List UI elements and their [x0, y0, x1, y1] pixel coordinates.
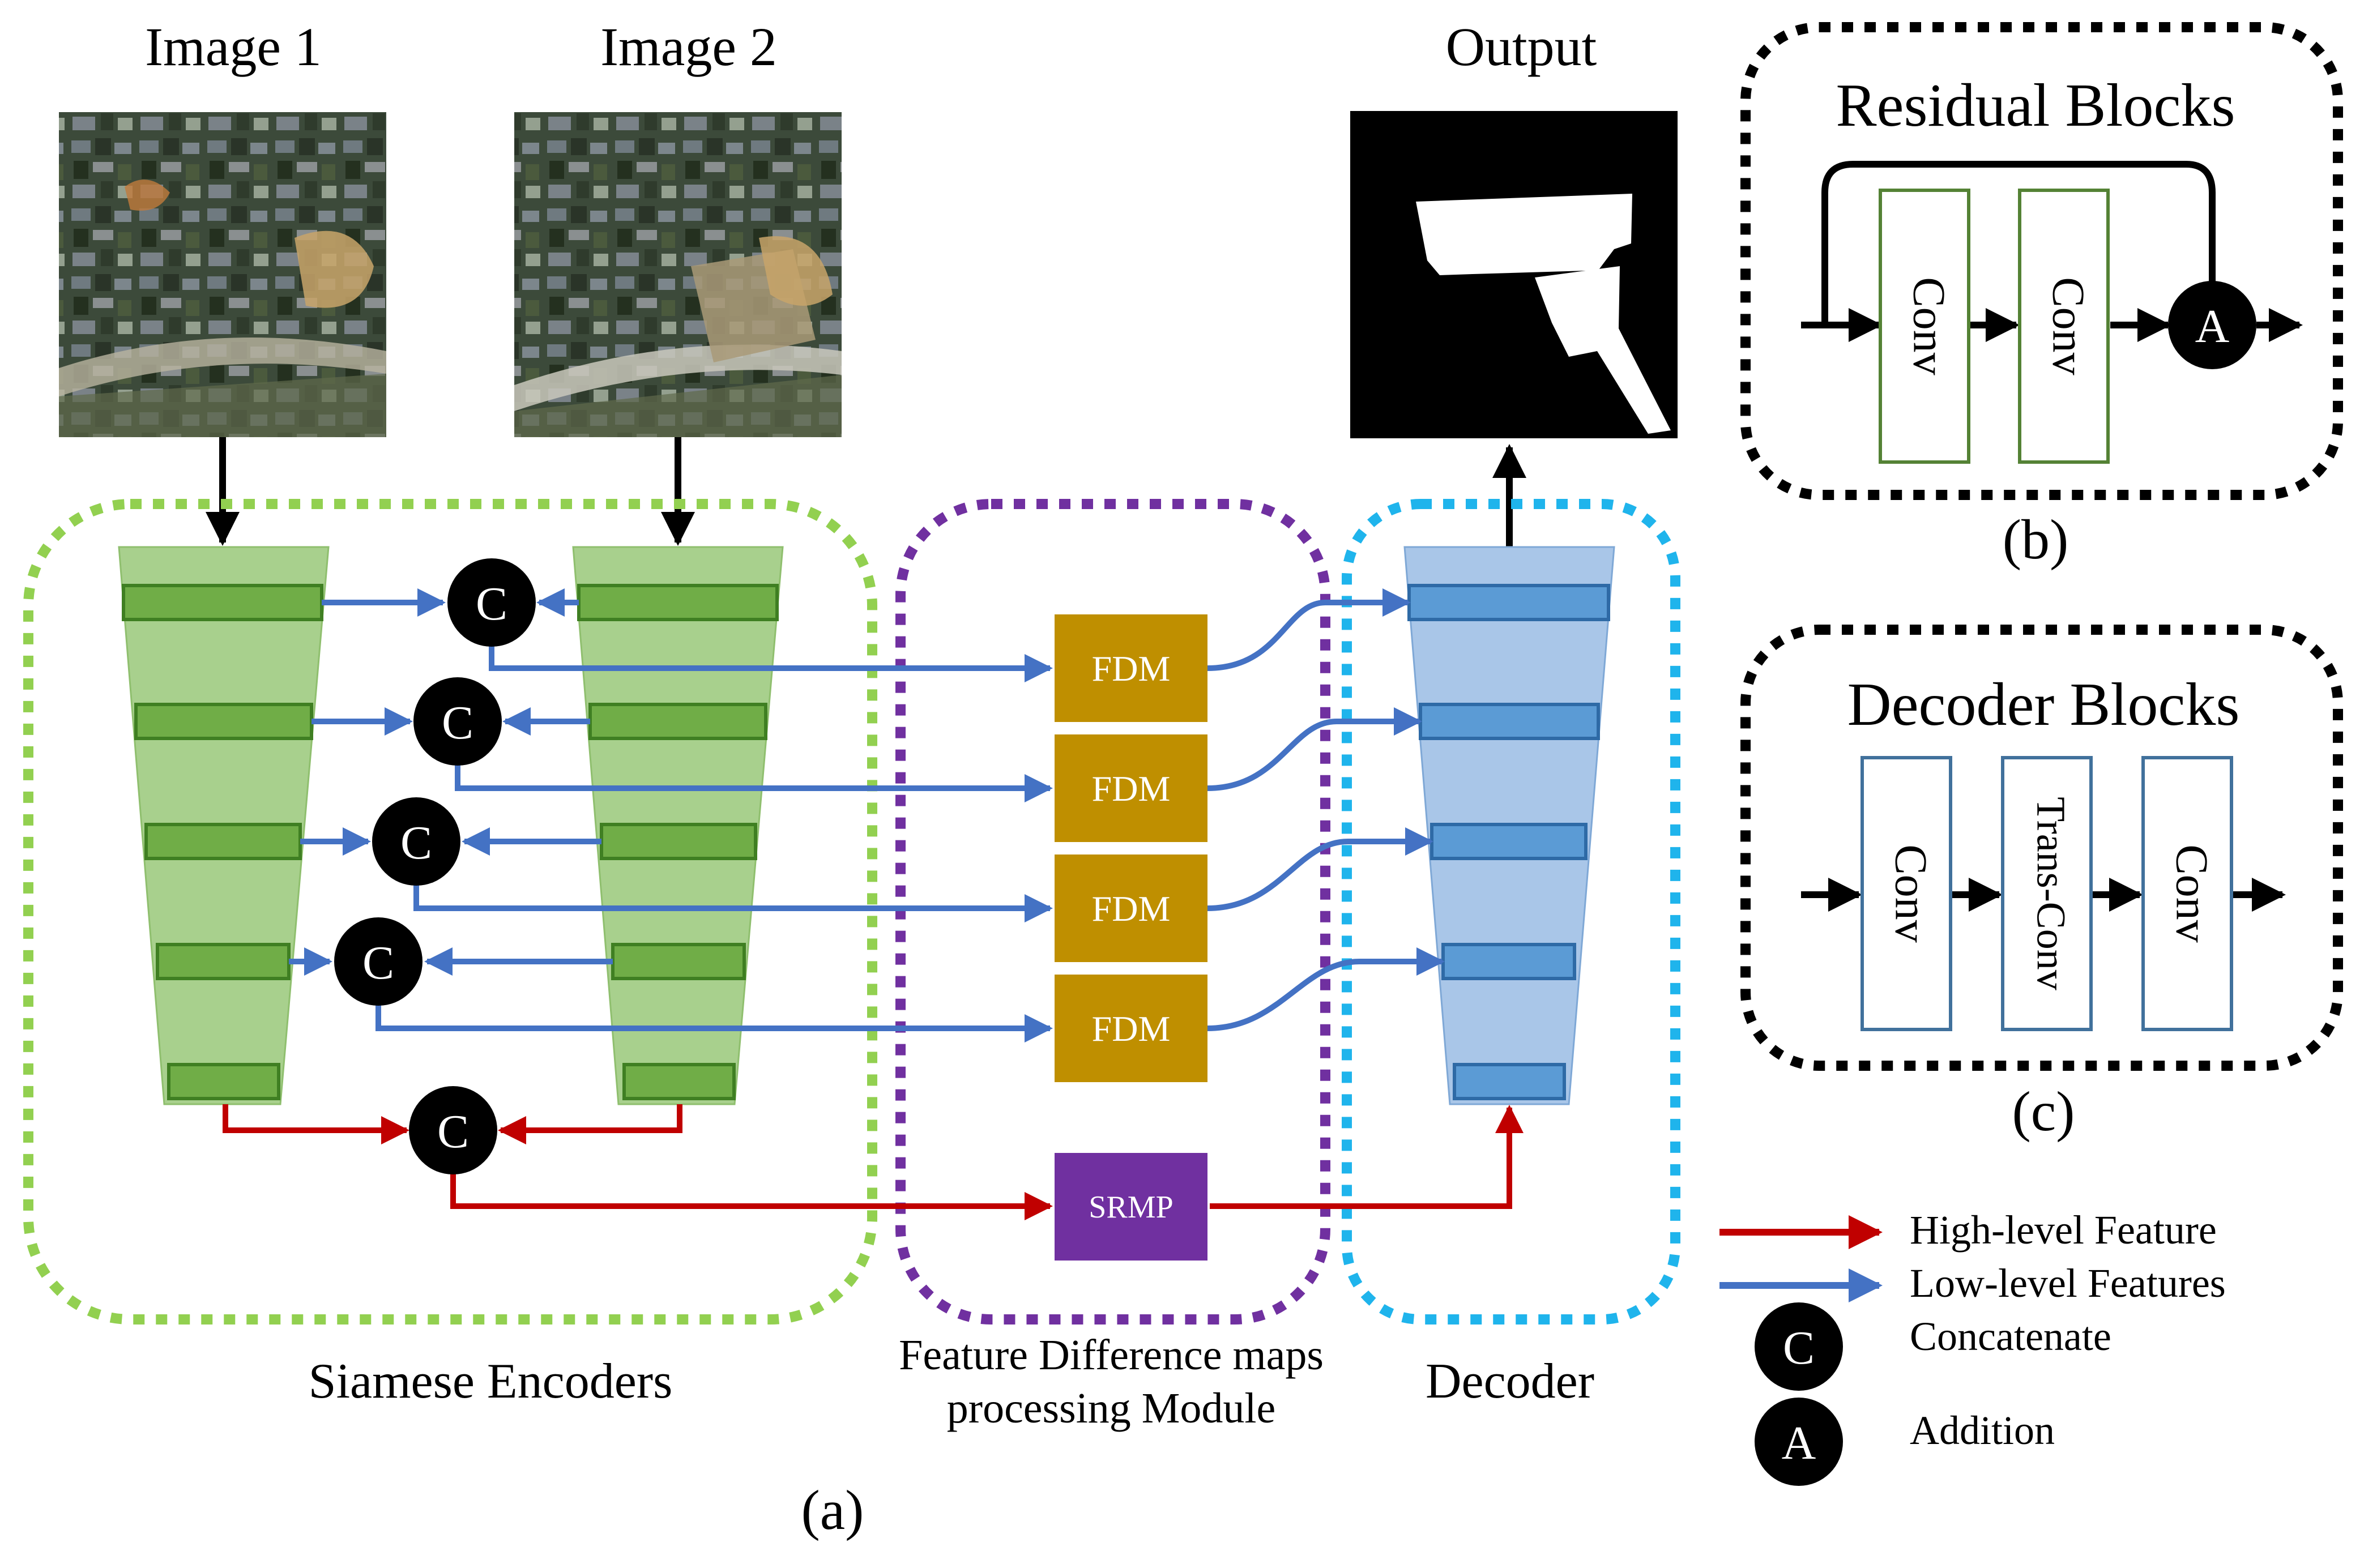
decoder-blocks-border: [1740, 625, 2343, 1071]
encoder2-layer-3: [600, 823, 757, 860]
fdm-module-border: [895, 499, 1330, 1325]
residual-blocks-title: Residual Blocks: [1836, 72, 2235, 139]
concat-node-1: C: [447, 558, 536, 647]
svg-text:C: C: [442, 697, 473, 749]
residual-conv-1: Conv: [1879, 189, 1970, 464]
residual-skip-connection: [1801, 161, 2303, 342]
fdm-module-label-line2: processing Module: [947, 1385, 1275, 1432]
caption-a: (a): [801, 1479, 864, 1541]
svg-text:SRMP: SRMP: [1089, 1190, 1173, 1225]
decoder-layer-2: [1419, 703, 1600, 740]
svg-text:A: A: [2195, 300, 2230, 353]
encoder-1: [118, 546, 330, 1105]
fdm-to-decoder-arrows: [1207, 588, 1445, 1031]
image2-satellite-photo: [514, 112, 842, 437]
svg-text:Conv: Conv: [1904, 277, 1954, 375]
decoder-border: [1342, 499, 1680, 1325]
decoder-label: Decoder: [1426, 1354, 1594, 1409]
srmp-box: SRMP: [1055, 1153, 1207, 1261]
fdm-module-label-line1: Feature Difference maps: [899, 1331, 1324, 1379]
svg-text:Conv: Conv: [2043, 277, 2093, 375]
svg-text:FDM: FDM: [1092, 648, 1171, 689]
svg-text:C: C: [1783, 1322, 1815, 1374]
output-label: Output: [1446, 16, 1597, 77]
decoder-layer-1: [1407, 584, 1610, 621]
concat-node-2: C: [413, 677, 502, 766]
encoder1-layer-3: [144, 823, 302, 860]
encoder1-layer-5: [167, 1063, 280, 1100]
caption-c: (c): [2012, 1080, 2075, 1143]
svg-text:FDM: FDM: [1092, 888, 1171, 929]
svg-text:Conv: Conv: [2167, 844, 2217, 942]
svg-text:C: C: [476, 578, 507, 630]
legend: High-level Feature Low-level Features C …: [1719, 1207, 2226, 1486]
encoder1-layer-4: [156, 943, 291, 980]
decoder-layer-4: [1441, 943, 1576, 980]
encoder2-layer-2: [588, 703, 767, 740]
concat-to-fdm-arrows: [375, 646, 1053, 1043]
fdm-box-2: FDM: [1055, 734, 1207, 842]
decoder-block-conv-2: Conv: [2141, 756, 2233, 1031]
concat-node-3: C: [372, 797, 460, 886]
siamese-encoders-label: Siamese Encoders: [309, 1354, 673, 1409]
encoder2-layer-1: [577, 584, 779, 621]
svg-text:FDM: FDM: [1092, 1009, 1171, 1049]
decoder-layer-5: [1453, 1063, 1566, 1100]
residual-add-node: A: [2168, 281, 2256, 369]
svg-text:Trans-Conv: Trans-Conv: [2028, 797, 2073, 990]
low-level-concat-arrows: [289, 588, 613, 976]
encoder-2: [572, 546, 784, 1105]
decoder-layer-3: [1430, 823, 1588, 860]
legend-add-node: A: [1755, 1398, 1843, 1486]
encoder1-layer-1: [122, 584, 323, 621]
high-level-arrows: [223, 1104, 1524, 1220]
legend-concat-node: C: [1755, 1302, 1843, 1391]
svg-text:Conv: Conv: [1886, 844, 1936, 942]
svg-text:C: C: [437, 1105, 469, 1158]
decoder-blocks-title: Decoder Blocks: [1847, 671, 2240, 738]
svg-text:FDM: FDM: [1092, 768, 1171, 809]
image1-label: Image 1: [145, 16, 322, 77]
fdm-box-1: FDM: [1055, 614, 1207, 722]
encoder1-layer-2: [134, 703, 313, 740]
svg-text:C: C: [400, 817, 432, 869]
decoder: [1403, 546, 1615, 1105]
concat-node-5: C: [409, 1086, 497, 1174]
concat-node-4: C: [334, 917, 423, 1006]
legend-low-level-label: Low-level Features: [1910, 1261, 2226, 1306]
legend-addition-label: Addition: [1910, 1408, 2055, 1453]
legend-concatenate-label: Concatenate: [1910, 1314, 2111, 1359]
residual-conv-2: Conv: [2018, 189, 2110, 464]
fdm-box-4: FDM: [1055, 975, 1207, 1082]
svg-text:C: C: [362, 937, 394, 989]
image2-label: Image 2: [600, 16, 777, 77]
fdm-box-3: FDM: [1055, 855, 1207, 962]
svg-text:A: A: [1782, 1417, 1816, 1469]
legend-high-level-label: High-level Feature: [1910, 1207, 2217, 1253]
output-change-map: [1350, 111, 1678, 438]
siamese-encoders-border: [23, 499, 877, 1325]
encoder2-layer-4: [611, 943, 746, 980]
encoder2-layer-5: [622, 1063, 736, 1100]
image1-satellite-photo: [59, 112, 386, 437]
decoder-block-conv-1: Conv: [1861, 756, 1952, 1031]
decoder-block-transconv: Trans-Conv: [2001, 756, 2093, 1031]
caption-b: (b): [2003, 508, 2069, 571]
